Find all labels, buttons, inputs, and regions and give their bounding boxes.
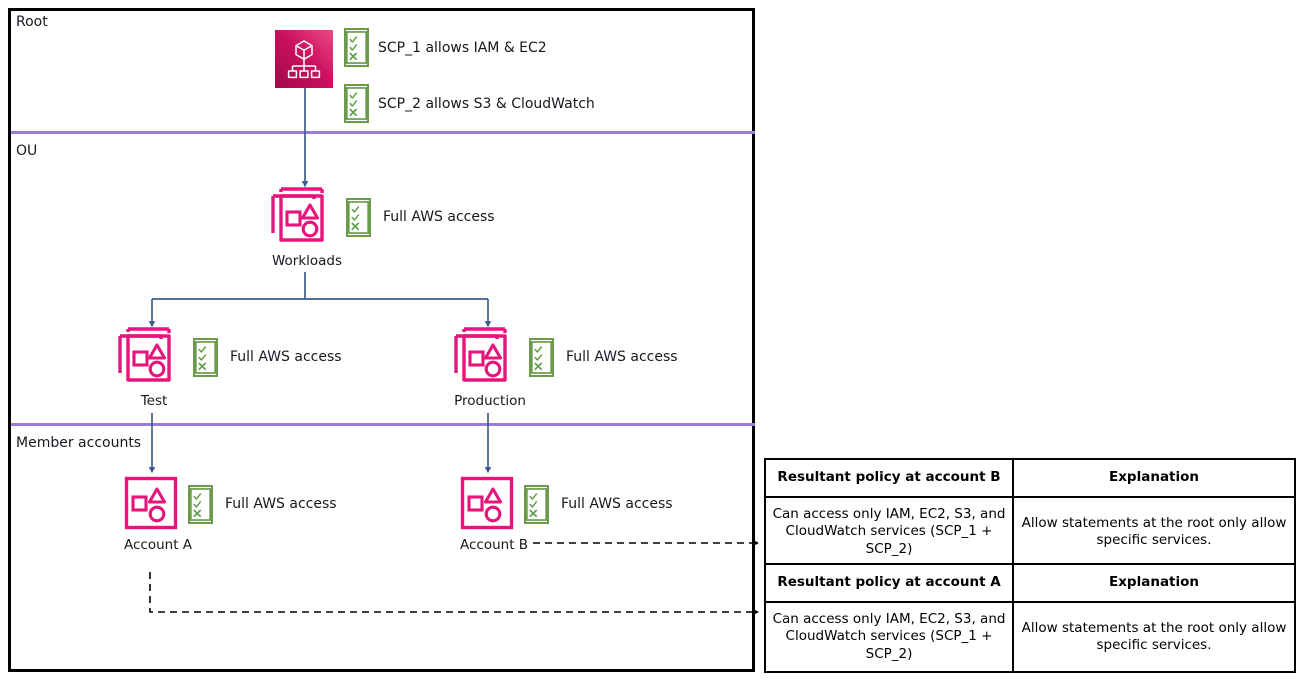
table-a-header-policy: Resultant policy at account A — [763, 563, 1015, 603]
node-account-b[interactable]: Full AWS access Account B — [460, 476, 673, 553]
ou-stack-icon — [271, 187, 324, 242]
lane-label-ou: OU — [16, 143, 38, 159]
node-caption-workloads: Workloads — [271, 253, 343, 269]
scp-row-1: SCP_1 allows IAM & EC2 — [344, 28, 595, 67]
table-b-cell-explanation: Allow statements at the root only allow … — [1012, 496, 1296, 568]
scp-1-label: SCP_1 allows IAM & EC2 — [378, 39, 547, 56]
node-note-test: Full AWS access — [230, 349, 342, 365]
lane-divider-member-accounts — [11, 423, 755, 426]
table-row: Can access only IAM, EC2, S3, and CloudW… — [763, 601, 1296, 673]
node-account-a[interactable]: Full AWS access Account A — [124, 476, 337, 553]
node-test[interactable]: Full AWS access Test — [117, 326, 342, 409]
account-card-icon — [460, 476, 514, 530]
lane-label-root: Root — [16, 14, 48, 30]
node-production[interactable]: Full AWS access Production — [453, 326, 678, 409]
node-caption-test: Test — [140, 393, 168, 409]
table-a-cell-policy: Can access only IAM, EC2, S3, and CloudW… — [763, 601, 1015, 673]
checklist-icon — [524, 484, 549, 524]
table-resultant-policy-account-a: Resultant policy at account A Explanatio… — [763, 563, 1296, 673]
table-row: Can access only IAM, EC2, S3, and CloudW… — [763, 496, 1296, 568]
checklist-icon — [346, 197, 371, 237]
table-a-cell-explanation: Allow statements at the root only allow … — [1012, 601, 1296, 673]
table-b-header-policy: Resultant policy at account B — [763, 458, 1015, 498]
table-a-header-explanation: Explanation — [1012, 563, 1296, 603]
table-header-row: Resultant policy at account B Explanatio… — [763, 458, 1296, 498]
node-workloads[interactable]: Full AWS access Workloads — [270, 186, 495, 269]
node-note-workloads: Full AWS access — [383, 209, 495, 225]
account-card-icon — [124, 476, 178, 530]
root-scp-list: SCP_1 allows IAM & EC2 SCP_2 allows S3 &… — [344, 28, 595, 123]
checklist-icon — [344, 28, 369, 67]
node-note-production: Full AWS access — [566, 349, 678, 365]
checklist-icon — [344, 84, 369, 123]
lane-label-member-accounts: Member accounts — [16, 435, 142, 451]
checklist-icon — [188, 484, 213, 524]
lane-divider-ou — [11, 131, 755, 134]
node-caption-production: Production — [454, 393, 526, 409]
organization-frame — [8, 8, 755, 672]
node-caption-account-b: Account B — [460, 537, 529, 553]
ou-stack-icon — [118, 327, 171, 382]
node-note-account-a: Full AWS access — [225, 496, 337, 512]
ou-stack-icon — [454, 327, 507, 382]
table-resultant-policy-account-b: Resultant policy at account B Explanatio… — [763, 458, 1296, 568]
checklist-icon — [193, 337, 218, 377]
table-b-header-explanation: Explanation — [1012, 458, 1296, 498]
scp-row-2: SCP_2 allows S3 & CloudWatch — [344, 84, 595, 123]
aws-organizations-icon — [275, 30, 333, 88]
checklist-icon — [529, 337, 554, 377]
node-note-account-b: Full AWS access — [561, 496, 673, 512]
table-header-row: Resultant policy at account A Explanatio… — [763, 563, 1296, 603]
scp-2-label: SCP_2 allows S3 & CloudWatch — [378, 95, 595, 112]
node-caption-account-a: Account A — [124, 537, 193, 553]
table-b-cell-policy: Can access only IAM, EC2, S3, and CloudW… — [763, 496, 1015, 568]
node-root[interactable] — [275, 30, 333, 88]
